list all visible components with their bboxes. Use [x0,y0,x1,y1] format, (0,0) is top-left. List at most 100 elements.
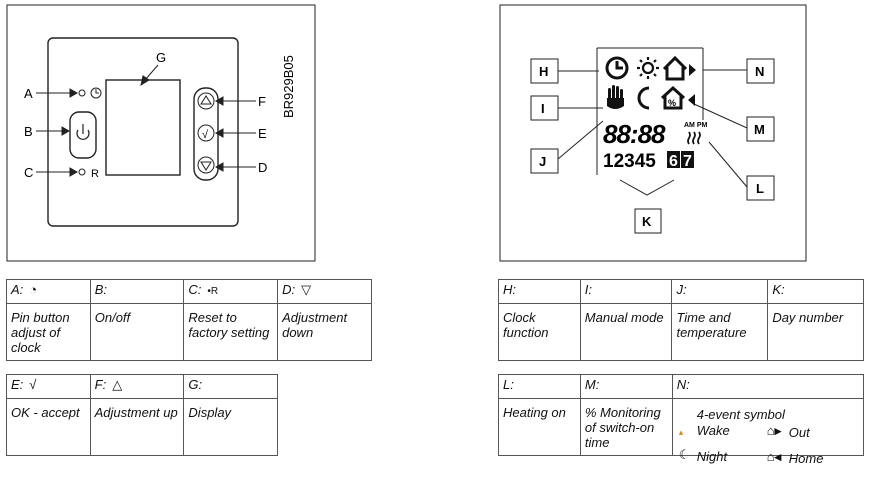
cell-m: % Monitoring of switch-on time [579,398,673,456]
label-d: D [258,160,267,175]
power-icon [76,124,90,140]
label-e: E [258,126,267,141]
cell-a: Pin button adjust of clock [6,303,91,361]
legend-table-e-g: E:√ F:△ G: OK - accept Adjustment up Dis… [6,374,278,456]
label-f: F [258,94,266,109]
side-code: BR929B05 [281,55,296,118]
reset-icon: •R [207,286,219,297]
label-box-n [746,58,775,84]
lcd-am-pm: AM PM [684,122,708,129]
reset-hole [78,168,86,176]
cell-i: Manual mode [579,303,673,361]
label-a: A [24,86,33,101]
label-j: J [539,154,546,169]
lcd-clock-icon [605,56,629,80]
legend-table-l-n: L: M: N: Heating on % Monitoring of swit… [498,374,865,466]
legend-table-a-d: A:◔ B: C:•R D:▽ Pin button adjust of clo… [6,279,372,361]
check-icon: √ [29,377,37,392]
cell-l: Heating on [498,398,581,456]
pin-hole [78,89,86,97]
header-j: J: [671,279,769,304]
triangle-up-icon [200,95,212,105]
cell-d: Adjustment down [277,303,372,361]
label-box-i [530,95,559,121]
check-icon: √ [202,129,209,141]
header-k: K: [767,279,864,304]
cell-c: Reset to factory setting [183,303,279,361]
label-i: I [541,101,545,116]
power-button [69,111,97,159]
label-box-l [746,175,775,201]
house-out-icon: ⌂▸ [766,423,782,438]
cell-b: On/off [89,303,185,361]
cell-h: Clock function [498,303,581,361]
header-f: F:△ [89,374,185,399]
cell-f: Adjustment up [89,398,185,456]
thermostat-body [47,37,239,227]
header-e: E:√ [6,374,91,399]
lcd-sun-icon [637,57,659,79]
lcd-hand-icon [607,85,624,109]
down-button [197,156,215,174]
header-g: G: [183,374,278,399]
house-home-icon: ⌂◂ [766,449,782,464]
reset-mark: R [91,168,99,180]
label-c: C [24,165,33,180]
label-box-k [634,208,662,234]
moon-icon: ☾ [678,447,691,462]
legend-table-h-k: H: I: J: K: Clock function Manual mode T… [498,279,864,361]
label-box-m [746,116,775,142]
day-7-box [681,151,694,168]
header-a: A:◔ [6,279,91,304]
triangle-down-icon: ▽ [301,282,312,297]
n-out: Out [788,425,810,440]
label-b: B [24,124,33,139]
triangle-down-icon [200,161,212,171]
sun-icon: ▴ [678,427,684,437]
display-diagram: H I J K N M L % 88:88 AM PM [499,4,807,262]
cell-j: Time and temperature [671,303,769,361]
lcd-house-percent-icon: % [660,85,695,110]
clock-icon [90,87,102,99]
lcd-clock-digits: 88:88 [603,119,666,149]
lcd-day-numbers: 12345 [603,151,656,172]
clock-icon: ◔ [29,282,38,297]
cell-g: Display [183,398,278,456]
cell-k: Day number [767,303,864,361]
header-b: B: [89,279,185,304]
triangle-up-icon: △ [112,377,123,392]
cell-e: OK - accept [6,398,91,456]
header-h: H: [498,279,581,304]
label-box-j [530,148,559,174]
lcd-moon-icon [637,86,650,110]
device-diagram: R √ A B C F E D G BR929B05 [6,4,316,262]
lcd-house-out-icon [662,55,696,81]
device-frame [6,4,316,262]
label-l: L [756,181,764,196]
label-g: G [156,50,166,65]
header-c: C:•R [183,279,279,304]
day-6-box [667,151,680,168]
n-title: 4-event symbol [696,407,785,422]
lcd-day-7: 7 [683,153,692,170]
header-i: I: [579,279,673,304]
n-home: Home [788,451,824,466]
up-button [197,92,215,110]
label-k: K [642,214,652,229]
label-h: H [539,64,548,79]
ok-button [197,124,215,142]
label-box-h [530,58,559,84]
heating-waves-icon [687,131,701,145]
label-m: M [754,122,765,137]
svg-text:%: % [668,98,676,108]
header-l: L: [498,374,581,399]
display-frame [499,4,807,262]
header-n: N: [671,374,865,399]
label-n: N [755,64,764,79]
lcd-day-6: 6 [669,153,678,170]
n-night: Night [696,449,728,464]
header-m: M: [579,374,673,399]
thermostat-display-window [105,79,181,176]
header-d: D:▽ [277,279,372,304]
cell-n: 4-event symbol ▴ Wake ☾ Night ⌂▸ Out ⌂◂ … [671,398,865,466]
